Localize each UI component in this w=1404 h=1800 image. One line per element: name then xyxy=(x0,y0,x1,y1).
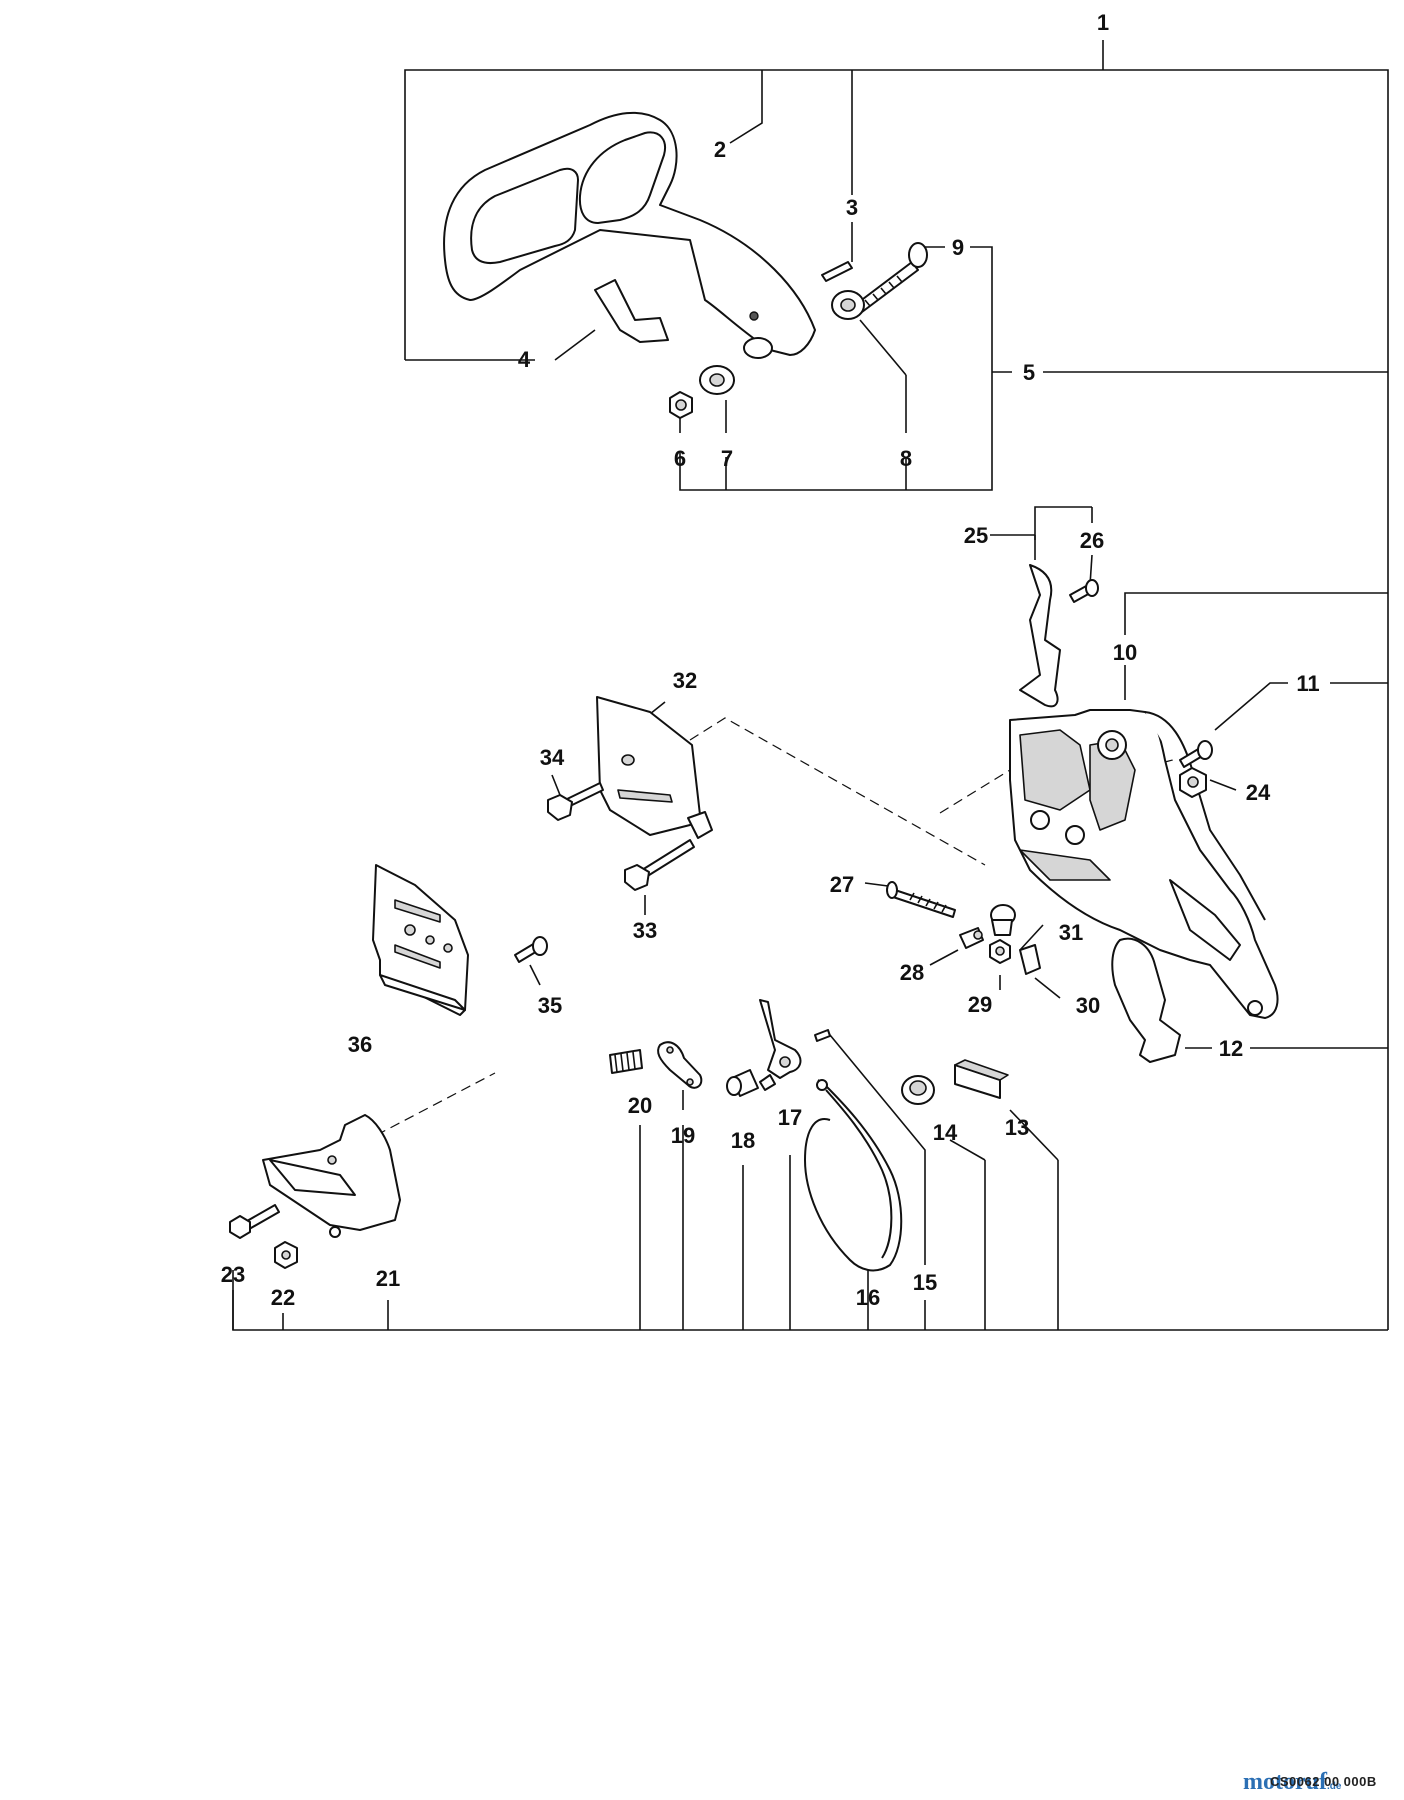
housing-nut xyxy=(1179,767,1207,798)
brake-housing xyxy=(1009,709,1279,1019)
adjuster-plate xyxy=(1019,944,1041,975)
long-bolt xyxy=(886,881,956,918)
housing-screw xyxy=(1179,740,1213,768)
clip xyxy=(594,279,669,343)
watermark-logo: motoruf.de xyxy=(1243,1769,1341,1796)
brake-band-cover xyxy=(1111,937,1181,1063)
callout-label: 20 xyxy=(628,1093,652,1118)
adjuster-nut xyxy=(989,939,1011,964)
watermark-brand: motoruf xyxy=(1243,1769,1327,1795)
side-plate xyxy=(596,696,713,839)
callout-label: 1 xyxy=(1097,10,1109,35)
adjuster-knob xyxy=(990,904,1016,936)
bushing xyxy=(699,365,735,395)
watermark-suffix: .de xyxy=(1326,1781,1342,1792)
callout-label: 9 xyxy=(952,235,964,260)
brake-lever xyxy=(759,999,802,1091)
callout-label: 24 xyxy=(1246,780,1271,805)
drawing-code: CS0062 00 000B xyxy=(1270,1774,1377,1789)
callout-label: 22 xyxy=(271,1285,295,1310)
callout-label: 29 xyxy=(968,992,992,1017)
brake-band xyxy=(804,1079,903,1272)
pin xyxy=(821,261,853,282)
callout-label: 12 xyxy=(1219,1036,1243,1061)
chain-catcher xyxy=(262,1114,401,1238)
callout-label: 31 xyxy=(1059,920,1083,945)
callout-label: 36 xyxy=(348,1032,372,1057)
small-screw xyxy=(1069,579,1099,603)
callout-label: 4 xyxy=(518,347,531,372)
callout-label: 33 xyxy=(633,918,657,943)
callout-labels: 1 2 3 4 5 6 7 8 9 10 11 12 13 14 15 16 1… xyxy=(221,10,1320,1310)
drum-bush xyxy=(901,1075,935,1105)
link xyxy=(657,1041,703,1089)
lever xyxy=(1019,564,1061,708)
callout-label: 17 xyxy=(778,1105,802,1130)
alignment-lines xyxy=(347,717,1181,1151)
callout-label: 14 xyxy=(933,1120,958,1145)
plate-screw-upper xyxy=(547,782,604,821)
callout-label: 18 xyxy=(731,1128,755,1153)
collar xyxy=(831,290,865,320)
callout-label: 13 xyxy=(1005,1115,1029,1140)
leader-lines xyxy=(232,40,1389,1331)
sleeve xyxy=(726,1069,759,1097)
callout-label: 5 xyxy=(1023,360,1035,385)
callout-label: 3 xyxy=(846,195,858,220)
callout-label: 11 xyxy=(1296,671,1319,696)
screw xyxy=(854,242,928,313)
callout-label: 35 xyxy=(538,993,562,1018)
guide-plate xyxy=(372,864,469,1016)
hand-guard xyxy=(443,111,816,359)
callout-label: 15 xyxy=(913,1270,937,1295)
callout-label: 8 xyxy=(900,446,912,471)
callout-label: 19 xyxy=(671,1123,695,1148)
adjuster-pin xyxy=(959,927,984,949)
plate-screw-lower xyxy=(624,839,695,891)
callout-label: 27 xyxy=(830,872,854,897)
guide-plate-screw xyxy=(514,936,548,963)
spring xyxy=(609,1049,643,1074)
catcher-screw xyxy=(229,1204,280,1239)
band-pin xyxy=(814,1029,831,1042)
callout-label: 30 xyxy=(1076,993,1100,1018)
callout-label: 10 xyxy=(1113,640,1137,665)
callout-label: 32 xyxy=(673,668,697,693)
callout-label: 23 xyxy=(221,1262,245,1287)
callout-label: 26 xyxy=(1080,528,1104,553)
callout-label: 2 xyxy=(714,137,726,162)
callout-label: 21 xyxy=(376,1266,400,1291)
nut xyxy=(669,391,693,419)
block xyxy=(954,1059,1009,1099)
callout-label: 25 xyxy=(964,523,988,548)
callout-label: 34 xyxy=(540,745,565,770)
callout-label: 28 xyxy=(900,960,924,985)
callout-label: 7 xyxy=(721,446,733,471)
catcher-nut xyxy=(274,1241,298,1269)
callout-label: 16 xyxy=(856,1285,880,1310)
callout-label: 6 xyxy=(674,446,686,471)
